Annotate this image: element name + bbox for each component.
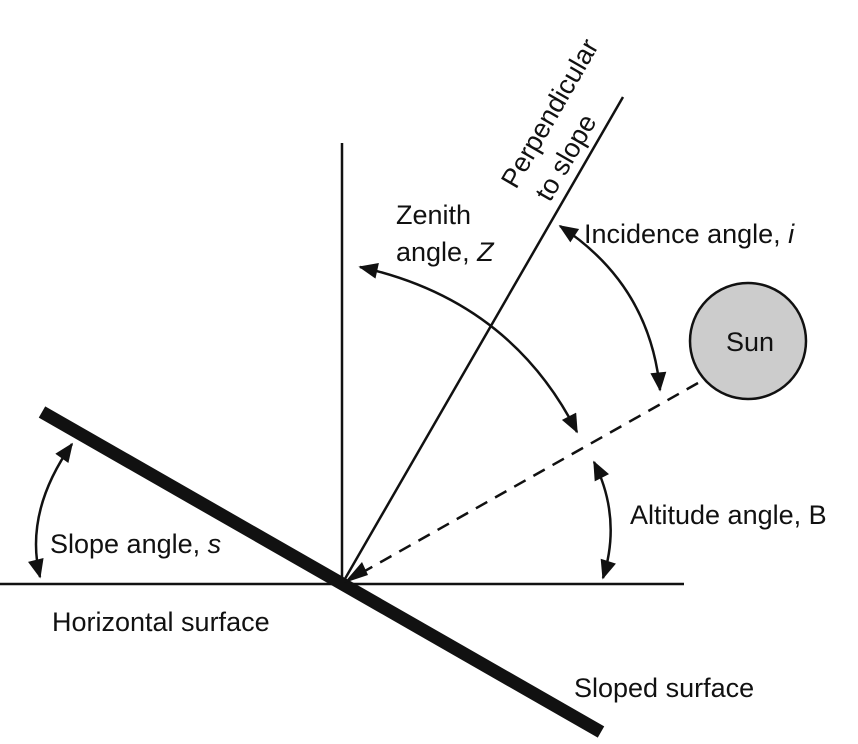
incidence-label-prefix: Incidence angle, bbox=[584, 219, 788, 249]
perpendicular-line bbox=[340, 96, 625, 585]
sloped-surface-line bbox=[38, 406, 605, 738]
sun-ray-line bbox=[355, 381, 699, 578]
incidence-symbol: i bbox=[788, 219, 795, 249]
sun-ray-arrowhead bbox=[344, 562, 368, 583]
incidence-angle-arrow bbox=[558, 224, 667, 392]
incidence-label: Incidence angle, i bbox=[584, 219, 795, 249]
zenith-label-prefix: angle, bbox=[396, 237, 477, 267]
zenith-symbol: Z bbox=[476, 237, 495, 267]
altitude-angle-arrow bbox=[592, 460, 616, 580]
slope-label-prefix: Slope angle, bbox=[50, 529, 208, 559]
slope-symbol: s bbox=[208, 529, 222, 559]
sun-circle bbox=[688, 281, 808, 401]
zenith-angle-arrow bbox=[358, 262, 579, 434]
horizontal-surface-label: Horizontal surface bbox=[52, 607, 270, 637]
slope-angle-arrow bbox=[28, 442, 74, 579]
slope-label: Slope angle, s bbox=[50, 529, 221, 559]
sloped-surface-label: Sloped surface bbox=[574, 673, 754, 703]
zenith-label-line1: Zenith bbox=[396, 200, 471, 230]
altitude-label: Altitude angle, B bbox=[630, 500, 827, 530]
zenith-label-line2: angle, Z bbox=[396, 237, 495, 267]
sun-label: Sun bbox=[726, 327, 774, 357]
